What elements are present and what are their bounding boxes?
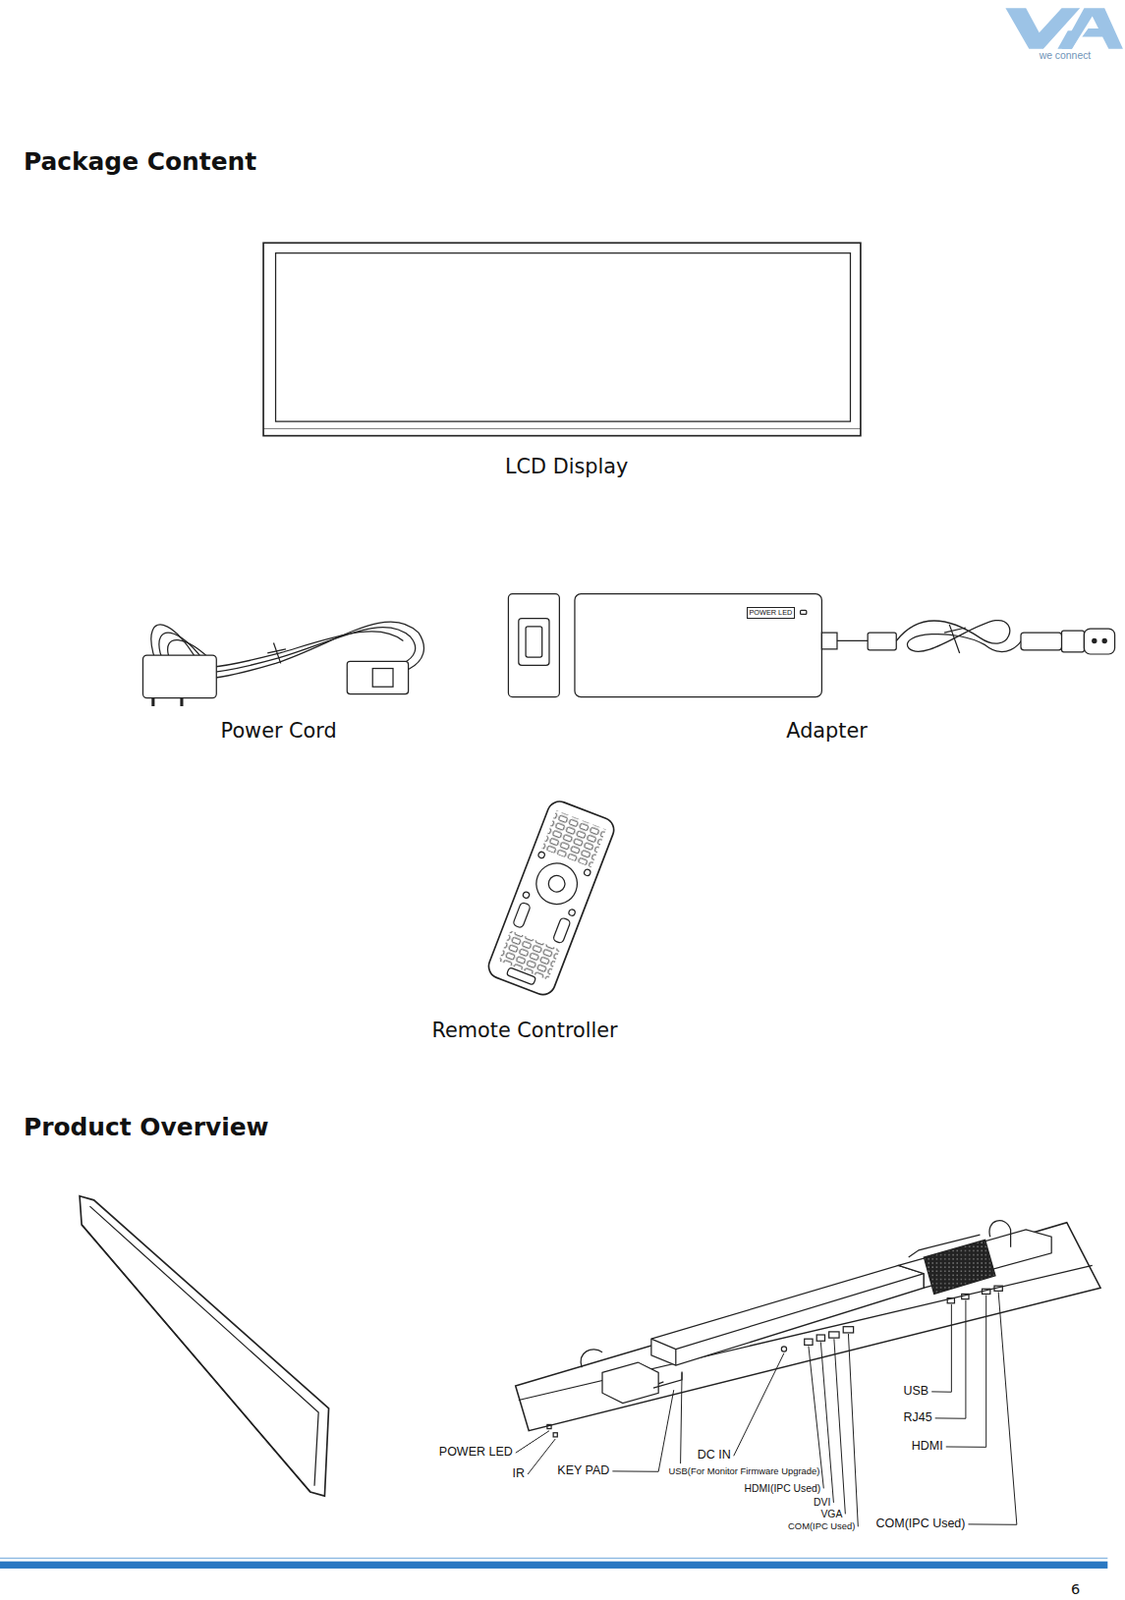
item-name: Remote Controller: [432, 1019, 619, 1043]
leader-line: [680, 1372, 682, 1464]
leader-line: [612, 1390, 674, 1472]
port-label: COM(IPC Used): [876, 1518, 966, 1532]
page-number: 6: [1070, 1582, 1080, 1599]
port-label: USB(For Monitor Firmware Upgrade): [669, 1466, 821, 1477]
leader-line: [527, 1439, 556, 1475]
port-label: RJ45: [903, 1411, 933, 1426]
section-heading: Product Overview: [23, 1114, 270, 1141]
display-back-view: [515, 1221, 1101, 1438]
leader-line: [847, 1334, 858, 1527]
display-front-view: [79, 1196, 330, 1497]
port-label: HDMI(IPC Used): [743, 1483, 821, 1495]
leader-line: [935, 1300, 966, 1420]
adapter-drawing: [507, 594, 1115, 698]
remote-drawing: [485, 797, 618, 999]
logo: [1005, 7, 1123, 50]
port-label: DVI: [813, 1497, 831, 1509]
port-label: HDMI: [911, 1440, 944, 1455]
port-label: VGA: [820, 1509, 843, 1520]
logo-text: we connect: [1039, 50, 1092, 61]
leader-line: [946, 1295, 987, 1449]
section-heading: Package Content: [23, 148, 257, 175]
leader-line: [820, 1342, 834, 1504]
port-label: COM(IPC Used): [787, 1521, 855, 1532]
leader-line: [967, 1292, 1016, 1525]
footer-line: [0, 1558, 1108, 1561]
part-label: KEY PAD: [557, 1464, 610, 1479]
footer-bar: [0, 1562, 1108, 1570]
part-label: POWER LED: [439, 1446, 513, 1461]
port-label: DC IN: [697, 1449, 732, 1463]
power-cord-drawing: [142, 621, 424, 707]
lcd-display-drawing: [263, 242, 861, 436]
leader-line: [515, 1431, 550, 1454]
port-label: USB: [903, 1385, 930, 1400]
item-name: Power Cord: [221, 720, 338, 743]
leader-line: [733, 1353, 785, 1458]
leader-line: [931, 1304, 952, 1393]
item-name: LCD Display: [505, 455, 628, 479]
adapter-marking: POWER LED: [746, 607, 796, 619]
leader-line: [834, 1339, 845, 1515]
part-label: IR: [512, 1467, 526, 1482]
item-name: Adapter: [786, 720, 868, 743]
